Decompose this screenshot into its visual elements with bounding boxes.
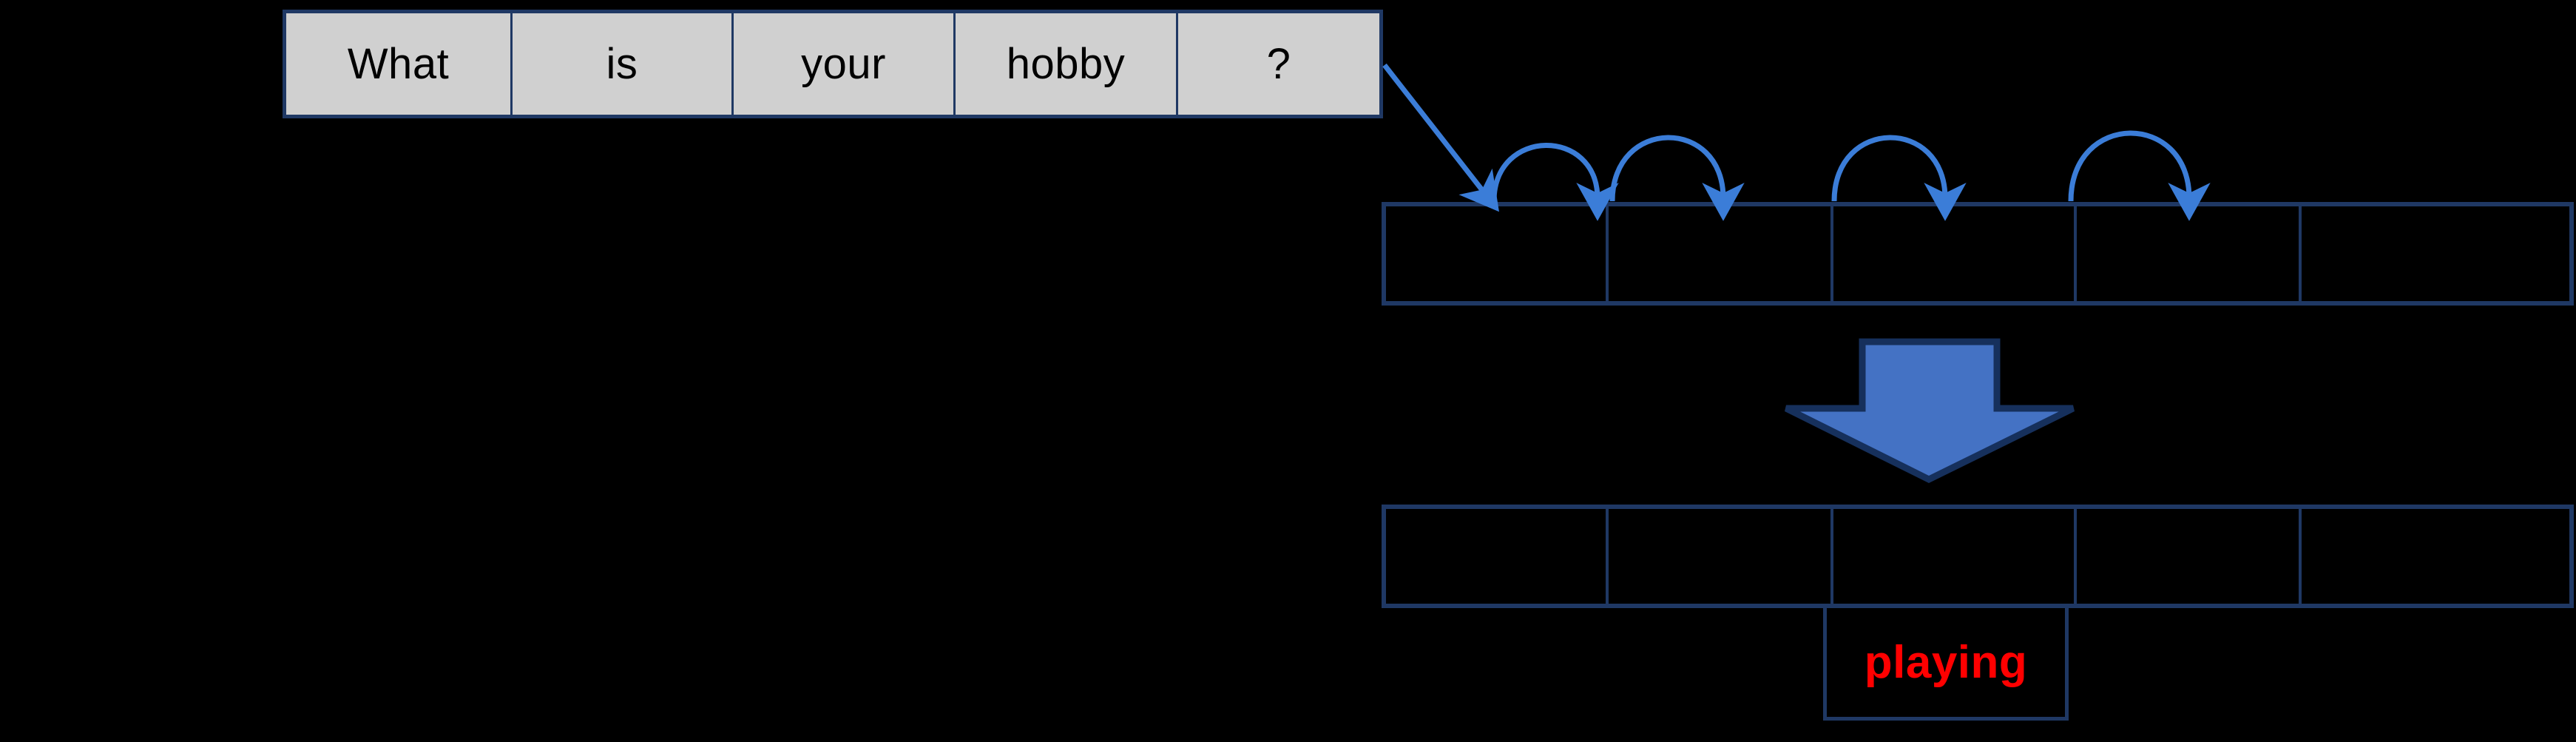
- decoder-state-cell-1: [1386, 509, 1609, 604]
- input-token-label-1: What: [347, 39, 450, 88]
- input-token-cell-4: hobby: [956, 13, 1178, 115]
- encoder-to-decoder-block-arrow: [1784, 338, 2075, 484]
- input-token-cell-2: is: [513, 13, 734, 115]
- input-token-cell-3: your: [734, 13, 956, 115]
- decoder-state-cell-4: [2077, 509, 2302, 604]
- recurrent-arc-arrow-3: [1831, 135, 1967, 221]
- encoder-state-cell-4: [2077, 206, 2302, 301]
- input-token-cell-5: ?: [1178, 13, 1379, 115]
- input-token-label-2: is: [606, 39, 638, 88]
- encoder-state-cell-3: [1833, 206, 2077, 301]
- input-token-cell-1: What: [286, 13, 513, 115]
- input-token-label-5: ?: [1266, 39, 1291, 88]
- recurrent-arc-arrow-2: [1609, 135, 1745, 221]
- input-token-label-3: your: [801, 39, 886, 88]
- recurrent-arc-arrow-1: [1491, 143, 1619, 221]
- decoder-state-cell-3: [1833, 509, 2077, 604]
- decoder-state-cell-2: [1609, 509, 1833, 604]
- predicted-token-cell: playing: [1823, 608, 2069, 721]
- recurrent-arc-arrow-4: [2068, 130, 2211, 221]
- decoder-state-cell-5: [2302, 509, 2569, 604]
- encoder-state-cell-5: [2302, 206, 2569, 301]
- input-token-label-4: hobby: [1006, 39, 1126, 88]
- encoder-state-cell-1: [1386, 206, 1609, 301]
- encoder-state-table: [1382, 202, 2574, 306]
- predicted-token-label: playing: [1864, 636, 2028, 688]
- input-sentence-table: What is your hobby ?: [283, 10, 1383, 118]
- decoder-state-table: [1382, 505, 2574, 608]
- encoder-state-cell-2: [1609, 206, 1833, 301]
- feed-diagonal-arrow: [1382, 63, 1499, 212]
